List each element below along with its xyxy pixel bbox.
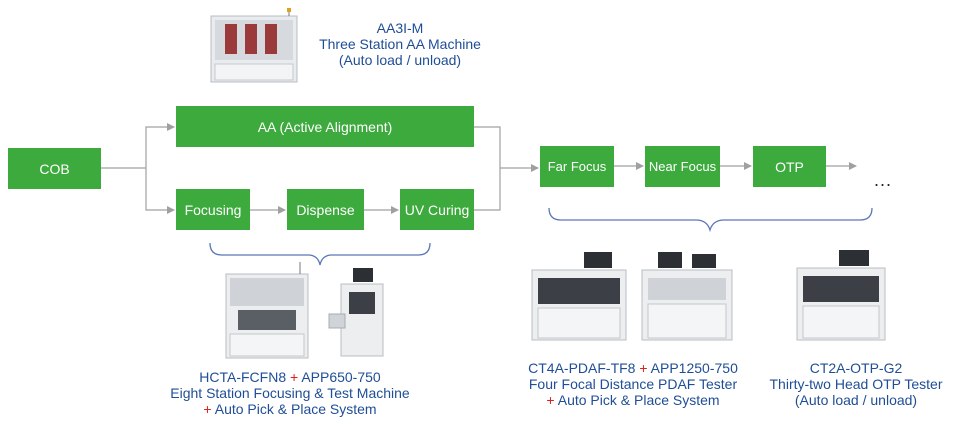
- ct2a-description: Thirty-two Head OTP Tester: [769, 376, 943, 392]
- arrow-to-focusing: [145, 168, 175, 214]
- ct2a-model: CT2A-OTP-G2: [809, 360, 903, 376]
- aa-box: AA (Active Alignment): [176, 106, 474, 147]
- ct4a-machine-image: [531, 252, 627, 341]
- ct4a-model: CT4A-PDAF-TF8: [528, 360, 636, 376]
- near-focus-box: Near Focus: [645, 146, 720, 187]
- aa3i-caption: AA3I-M Three Station AA Machine (Auto lo…: [310, 20, 490, 68]
- aa-label: AA (Active Alignment): [257, 118, 393, 135]
- uv-curing-box: UV Curing: [400, 189, 474, 230]
- hcta-description: Eight Station Focusing & Test Machine: [170, 385, 410, 401]
- focusing-group-brace: [209, 242, 431, 266]
- aa-merge-line: [474, 126, 501, 168]
- aa3i-description: Three Station AA Machine: [319, 36, 481, 52]
- plus-sign: +: [203, 401, 212, 417]
- aa3i-model: AA3I-M: [376, 20, 424, 36]
- uv-curing-label: UV Curing: [404, 201, 470, 218]
- hcta-model: HCTA-FCFN8: [199, 369, 287, 385]
- far-focus-box: Far Focus: [540, 146, 614, 187]
- ct4a-caption: CT4A-PDAF-TF8 + APP1250-750 Four Focal D…: [508, 360, 758, 408]
- hcta-machine-image: [225, 262, 309, 359]
- plus-sign: +: [546, 392, 555, 408]
- more-steps-ellipsis: ...: [874, 170, 893, 190]
- arrow-to-aa: [145, 123, 175, 168]
- focusing-label: Focusing: [184, 201, 242, 218]
- aa3i-machine-image: [210, 8, 298, 83]
- aa3i-note: (Auto load / unload): [338, 52, 462, 68]
- ct2a-machine-image: [796, 250, 886, 341]
- ct4a-addon: Auto Pick & Place System: [557, 392, 720, 408]
- ct2a-caption: CT2A-OTP-G2 Thirty-two Head OTP Tester (…: [758, 360, 954, 408]
- far-focus-label: Far Focus: [547, 159, 607, 174]
- dispense-label: Dispense: [296, 201, 355, 218]
- hcta-caption: HCTA-FCFN8 + APP650-750 Eight Station Fo…: [150, 369, 430, 417]
- hcta-addon: Auto Pick & Place System: [214, 401, 377, 417]
- app1250-model: APP1250-750: [650, 360, 738, 376]
- app650-model: APP650-750: [301, 369, 381, 385]
- cob-box: COB: [8, 148, 101, 189]
- cob-label: COB: [39, 160, 70, 177]
- testing-group-brace: [548, 207, 873, 233]
- dispense-box: Dispense: [287, 189, 364, 230]
- ct4a-addon-line: + Auto Pick & Place System: [508, 392, 758, 408]
- uv-merge-line: [474, 168, 501, 211]
- otp-label: OTP: [775, 158, 804, 175]
- app1250-machine-image: [641, 252, 733, 341]
- plus-sign: +: [290, 369, 299, 385]
- near-focus-label: Near Focus: [648, 159, 717, 174]
- focusing-box: Focusing: [176, 189, 250, 230]
- ct4a-description: Four Focal Distance PDAF Tester: [528, 376, 738, 392]
- app650-machine-image: [328, 268, 384, 357]
- hcta-model-line: HCTA-FCFN8 + APP650-750: [150, 369, 430, 385]
- hcta-addon-line: + Auto Pick & Place System: [150, 401, 430, 417]
- otp-box: OTP: [753, 146, 826, 187]
- plus-sign: +: [639, 360, 648, 376]
- ct4a-model-line: CT4A-PDAF-TF8 + APP1250-750: [508, 360, 758, 376]
- ct2a-note: (Auto load / unload): [794, 392, 918, 408]
